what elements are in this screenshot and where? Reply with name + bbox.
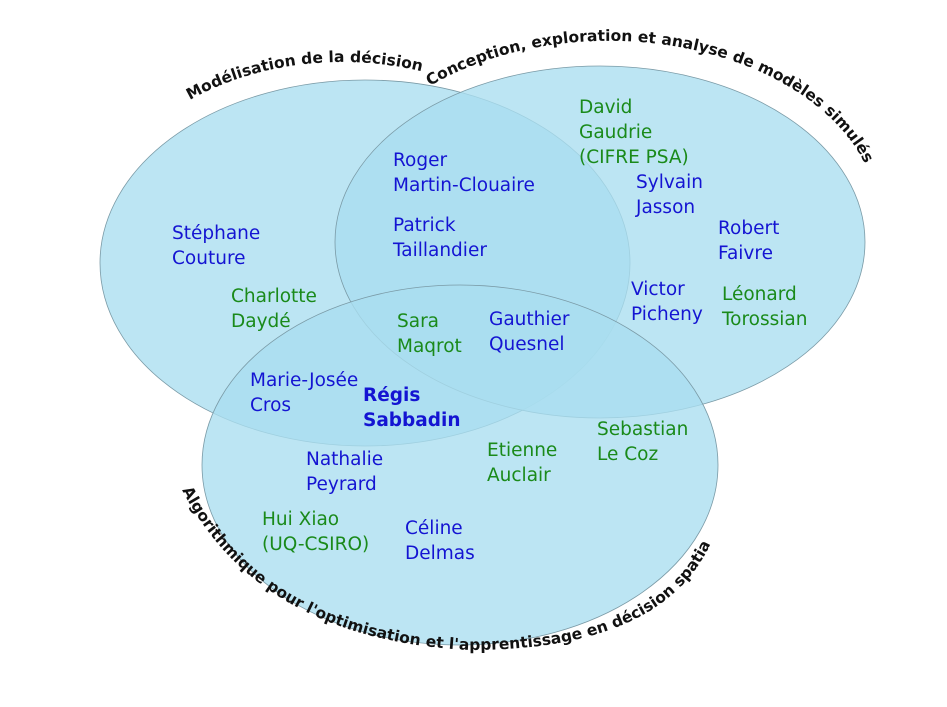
person-nathalie-peyrard: Nathalie Peyrard <box>306 449 384 495</box>
person-celine-delmas: Céline Delmas <box>405 518 475 564</box>
person-sylvain-jasson: Sylvain Jasson <box>636 172 703 218</box>
circle-algorithmique <box>201 284 719 646</box>
person-robert-faivre: Robert Faivre <box>718 218 780 264</box>
person-hui-xiao: Hui Xiao (UQ-CSIRO) <box>262 509 370 555</box>
person-charlotte-dayde: Charlotte Daydé <box>231 286 317 332</box>
person-stephane-couture: Stéphane Couture <box>172 223 261 269</box>
person-sebastian-le-coz: Sebastian Le Coz <box>597 419 689 465</box>
person-roger-martin-clouaire: Roger Martin-Clouaire <box>393 150 535 196</box>
person-patrick-taillandier: Patrick Taillandier <box>393 215 487 261</box>
person-sara-maqrot: Sara Maqrot <box>397 311 462 357</box>
person-gauthier-quesnel: Gauthier Quesnel <box>489 309 570 355</box>
person-david-gaudrie: David Gaudrie (CIFRE PSA) <box>579 97 689 168</box>
person-regis-sabbadin: Régis Sabbadin <box>363 385 461 431</box>
person-etienne-auclair: Etienne Auclair <box>487 440 558 486</box>
person-victor-picheny: Victor Picheny <box>631 279 703 325</box>
person-leonard-torossian: Léonard Torossian <box>722 284 808 330</box>
person-marie-josee-cros: Marie-Josée Cros <box>250 370 359 416</box>
